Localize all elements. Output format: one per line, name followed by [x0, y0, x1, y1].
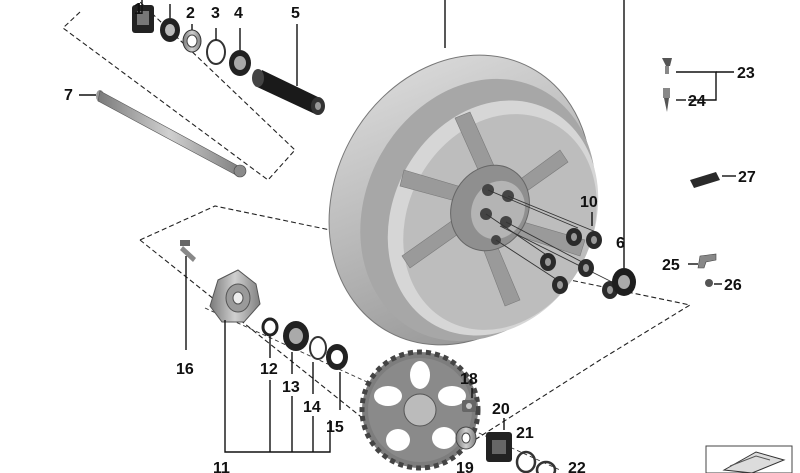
callout-24: 24	[688, 93, 706, 110]
part-22-ring	[535, 460, 557, 473]
part-26-cap	[705, 279, 713, 287]
callout-18: 18	[460, 371, 478, 388]
callout-22: 22	[568, 460, 586, 473]
callout-14: 14	[303, 399, 321, 416]
part-7-axle	[96, 90, 247, 178]
part-21-ring	[515, 450, 537, 473]
part-15-seal	[326, 344, 348, 370]
part-24-valve	[663, 88, 670, 112]
callout-1: 1	[134, 1, 143, 18]
callout-10: 10	[580, 194, 598, 211]
callout-21: 21	[516, 425, 534, 442]
notes-folder-icon[interactable]	[705, 445, 793, 473]
part-23-valve-cap	[662, 58, 672, 74]
callout-13: 13	[282, 379, 300, 396]
callout-2: 2	[186, 5, 195, 22]
callout-26: 26	[724, 277, 742, 294]
part-19-washer	[455, 426, 477, 450]
part-5-sleeve	[252, 69, 325, 115]
bolt-guide-lines	[485, 189, 619, 286]
part-25-valve	[697, 253, 717, 269]
callout-16: 16	[176, 361, 194, 378]
leader-lines	[79, 0, 736, 453]
part-1-spacer	[132, 5, 154, 33]
part-4-bearing	[229, 50, 251, 76]
rear-wheel-rim	[328, 54, 599, 346]
part-16-bolt	[180, 240, 196, 262]
part-2-ring	[182, 29, 202, 53]
callout-11: 11	[213, 460, 230, 473]
part-1-seal	[160, 18, 180, 42]
part-20-spacer	[486, 432, 512, 462]
part-18-nut	[462, 400, 476, 412]
callout-19: 19	[456, 460, 474, 473]
callout-23: 23	[737, 65, 755, 82]
part-6-bearing	[612, 268, 636, 296]
callout-20: 20	[492, 401, 510, 418]
callout-7: 7	[64, 87, 73, 104]
callout-25: 25	[662, 257, 680, 274]
callout-5: 5	[291, 5, 300, 22]
callout-15: 15	[326, 419, 344, 436]
callout-12: 12	[260, 361, 278, 378]
part-27-weight	[690, 172, 720, 188]
part-3-circlip	[206, 39, 226, 65]
part-13-bearing	[283, 321, 309, 351]
lower-assembly-frame	[139, 205, 692, 463]
part-14-circlip	[309, 336, 327, 360]
rear-sprocket	[359, 349, 481, 471]
callout-3: 3	[211, 5, 220, 22]
sprocket-carrier	[209, 269, 261, 323]
callout-6: 6	[616, 235, 625, 252]
callout-27: 27	[738, 169, 756, 186]
callout-4: 4	[234, 5, 243, 22]
part-12-ring	[261, 317, 279, 337]
